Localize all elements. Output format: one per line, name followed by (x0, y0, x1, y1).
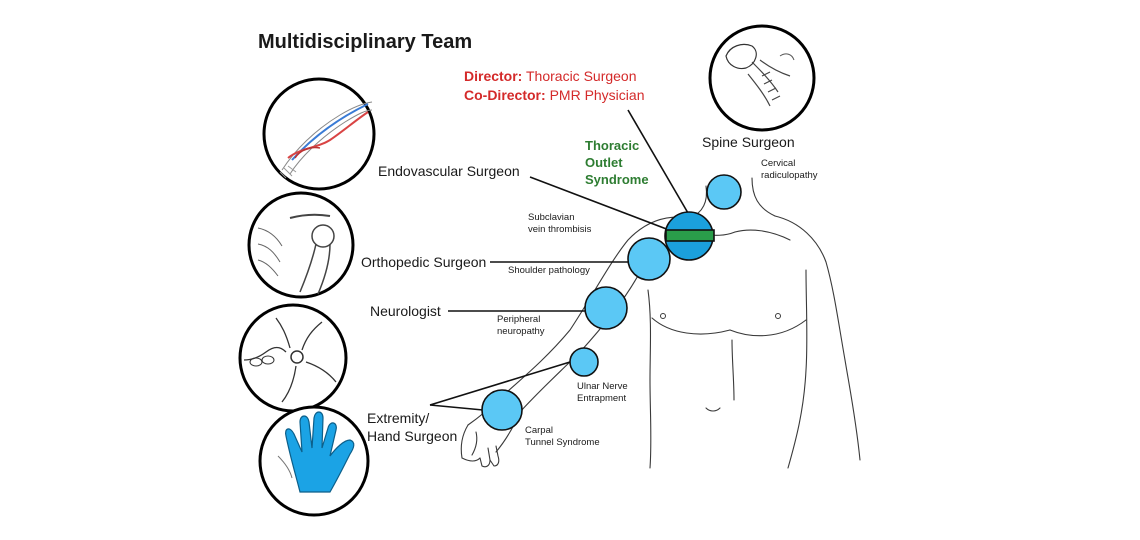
ulnar-marker (569, 347, 599, 377)
condition-peripheral-line2: neuropathy (497, 326, 545, 337)
connector-lines (429, 109, 691, 411)
condition-subclavian-line2: vein thrombisis (528, 224, 592, 235)
carpal-marker (481, 389, 523, 431)
peripheral-marker (584, 286, 628, 330)
condition-subclavian-line1: Subclavian (528, 212, 575, 223)
condition-title-line3: Syndrome (585, 172, 649, 187)
condition-title-line2: Outlet (585, 155, 623, 170)
thoracic-outlet-band (665, 229, 715, 242)
codirector-line: Co-Director: PMR Physician (464, 87, 644, 104)
specialist-extremity-line2: Hand Surgeon (367, 428, 458, 444)
neuron-icon (238, 303, 348, 413)
codirector-value: PMR Physician (549, 87, 645, 103)
condition-shoulder: Shoulder pathology (508, 265, 590, 276)
condition-cervical-line2: radiculopathy (761, 170, 818, 181)
shoulder-joint-icon (247, 191, 355, 299)
condition-cervical-line1: Cervical (761, 158, 796, 169)
cervical-spine-icon (708, 24, 816, 132)
condition-markers (481, 174, 742, 431)
director-label: Director: (464, 68, 523, 84)
codirector-label: Co-Director: (464, 87, 546, 103)
director-line: Director: Thoracic Surgeon (464, 68, 637, 85)
specialist-extremity-line1: Extremity/ (367, 410, 430, 426)
specialist-orthopedic: Orthopedic Surgeon (361, 254, 487, 270)
vein-icon (262, 77, 376, 191)
specialist-spine: Spine Surgeon (702, 134, 795, 150)
diagram-title: Multidisciplinary Team (258, 31, 473, 53)
specialist-endovascular: Endovascular Surgeon (378, 163, 520, 179)
condition-peripheral-line1: Peripheral (497, 314, 541, 325)
condition-carpal-line1: Carpal (525, 425, 553, 436)
specialist-neurologist: Neurologist (370, 303, 441, 319)
condition-title-line1: Thoracic (585, 138, 640, 153)
director-value: Thoracic Surgeon (526, 68, 637, 84)
cervical-marker (706, 174, 742, 210)
condition-ulnar-line1: Ulnar Nerve (577, 381, 628, 392)
hand-icon (258, 405, 370, 517)
shoulder-marker (627, 237, 671, 281)
condition-carpal-line2: Tunnel Syndrome (525, 437, 600, 448)
condition-ulnar-line2: Entrapment (577, 393, 627, 404)
